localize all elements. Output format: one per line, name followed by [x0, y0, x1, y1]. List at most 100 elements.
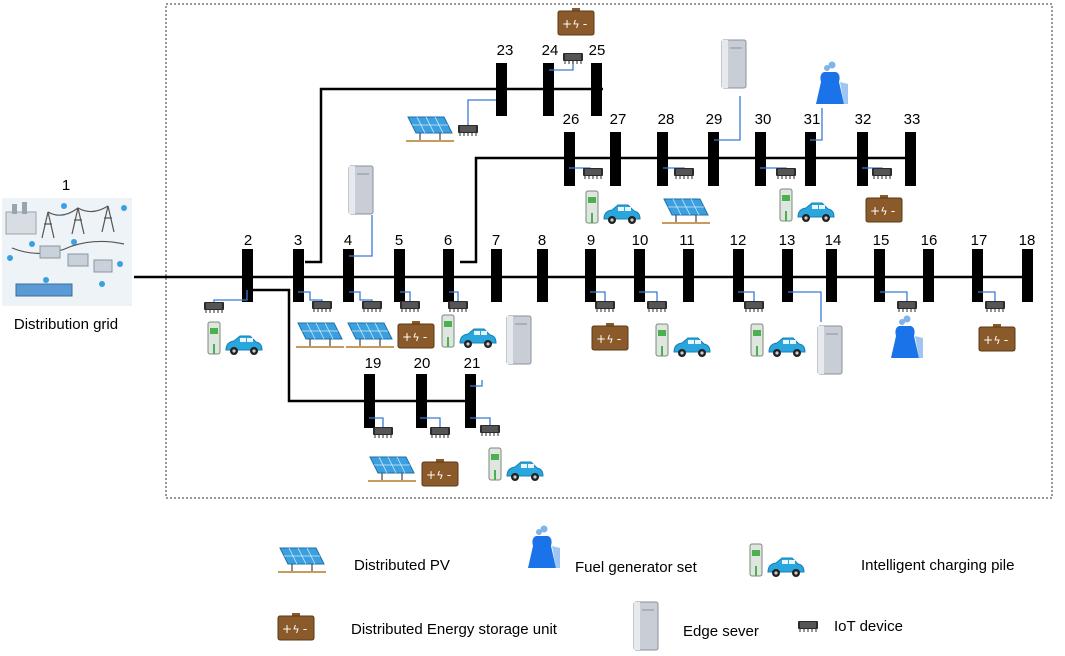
charging-pile-icon	[585, 190, 641, 225]
devices	[203, 7, 1016, 487]
charging-pile-icon	[488, 447, 544, 482]
bus-label-2: 2	[244, 232, 252, 249]
charging-pile-icon	[655, 323, 711, 358]
legend-fuel-icon	[528, 525, 560, 568]
branch-19-21-line	[250, 288, 472, 403]
legend-charging-label: Intelligent charging pile	[861, 557, 1014, 574]
bus-bar-19	[364, 374, 375, 428]
bus-bar-31	[805, 132, 816, 186]
pv-panel-icon	[345, 322, 395, 348]
bus-label-24: 24	[542, 42, 559, 59]
bus-label-3: 3	[294, 232, 302, 249]
legend-storage-label: Distributed Energy storage unit	[351, 621, 558, 638]
charging-pile-icon	[750, 323, 806, 358]
energy-storage-icon	[397, 320, 435, 349]
bus-label-9: 9	[587, 232, 595, 249]
legend-edge-server-label: Edge sever	[683, 623, 759, 640]
legend-storage-icon	[277, 612, 315, 641]
iot-device-icon	[479, 424, 501, 437]
bus-bar-6	[443, 249, 454, 302]
branch-26-33-line	[460, 156, 912, 264]
iot-device-icon	[582, 167, 604, 180]
bus-label-15: 15	[873, 232, 890, 249]
edge-server-icon	[721, 39, 747, 89]
bus-label-17: 17	[971, 232, 988, 249]
bus-bar-7	[491, 249, 502, 302]
iot-device-icon	[646, 300, 668, 313]
pv-panel-icon	[367, 456, 417, 482]
bus-bar-23	[496, 63, 507, 116]
iot-device-icon	[399, 300, 421, 313]
bus-label-18: 18	[1019, 232, 1036, 249]
legend-iot-icon	[797, 620, 819, 633]
bus-label-12: 12	[730, 232, 747, 249]
grid-node-number: 1	[62, 177, 70, 194]
legend: Distributed PV Fuel generator set Intell…	[277, 525, 1014, 651]
bus-bar-9	[585, 249, 596, 302]
bus-label-30: 30	[755, 111, 772, 128]
bus-label-21: 21	[464, 355, 481, 372]
bus-label-25: 25	[589, 42, 606, 59]
fuel-generator-icon	[891, 315, 923, 358]
bus-bar-11	[683, 249, 694, 302]
iot-device-icon	[743, 300, 765, 313]
bus-label-31: 31	[804, 111, 821, 128]
bus-label-23: 23	[497, 42, 514, 59]
legend-iot-label: IoT device	[834, 618, 903, 635]
iot-device-icon	[594, 300, 616, 313]
bus-label-19: 19	[365, 355, 382, 372]
bus-bar-4	[343, 249, 354, 302]
power-lines	[134, 87, 1028, 403]
energy-storage-icon	[557, 7, 595, 36]
bus-bar-29	[708, 132, 719, 186]
distribution-grid: 1 Distribution grid	[1, 177, 133, 333]
bus-bar-24	[543, 63, 554, 116]
bus-numbers: 2 3 4 5 6 7 8 9 10 11 12 13 14 15 16 17 …	[244, 42, 1036, 372]
bus-label-14: 14	[825, 232, 842, 249]
legend-pv-label: Distributed PV	[354, 557, 450, 574]
iot-device-icon	[562, 52, 584, 65]
edge-server-icon	[817, 325, 843, 375]
edge-server-icon	[348, 165, 374, 215]
bus-bar-12	[733, 249, 744, 302]
bus-label-6: 6	[444, 232, 452, 249]
edge-server-icon	[506, 315, 532, 365]
charging-pile-icon	[779, 188, 835, 223]
bus-bar-8	[537, 249, 548, 302]
bus-label-4: 4	[344, 232, 352, 249]
bus-label-5: 5	[395, 232, 403, 249]
pv-panel-icon	[661, 198, 711, 224]
bus-bar-21	[465, 374, 476, 428]
bus-bar-10	[634, 249, 645, 302]
branch-23-25-line	[305, 87, 603, 264]
energy-storage-icon	[865, 194, 903, 223]
grid-illustration-icon	[1, 197, 133, 307]
bus-bar-13	[782, 249, 793, 302]
bus-label-8: 8	[538, 232, 546, 249]
bus-label-28: 28	[658, 111, 675, 128]
bus-bar-26	[564, 132, 575, 186]
bus-label-10: 10	[632, 232, 649, 249]
energy-storage-icon	[978, 323, 1016, 352]
iot-device-icon	[673, 167, 695, 180]
legend-fuel-label: Fuel generator set	[575, 559, 698, 576]
bus-bar-28	[657, 132, 668, 186]
iot-device-icon	[361, 300, 383, 313]
legend-edge-server-icon	[633, 601, 659, 651]
bus-bar-20	[416, 374, 427, 428]
iot-device-icon	[447, 300, 469, 313]
bus-bar-27	[610, 132, 621, 186]
iot-device-icon	[984, 300, 1006, 313]
bus-label-11: 11	[679, 232, 695, 249]
bus-bar-15	[874, 249, 885, 302]
grid-label: Distribution grid	[14, 316, 118, 333]
bus-bar-30	[755, 132, 766, 186]
pv-panel-icon	[295, 322, 345, 348]
charging-pile-icon	[207, 321, 263, 356]
iot-device-icon	[311, 300, 333, 313]
bus-label-16: 16	[921, 232, 938, 249]
legend-pv-icon	[277, 547, 327, 573]
bus-bar-18	[1022, 249, 1033, 302]
bus-bar-17	[972, 249, 983, 302]
iot-device-icon	[775, 167, 797, 180]
